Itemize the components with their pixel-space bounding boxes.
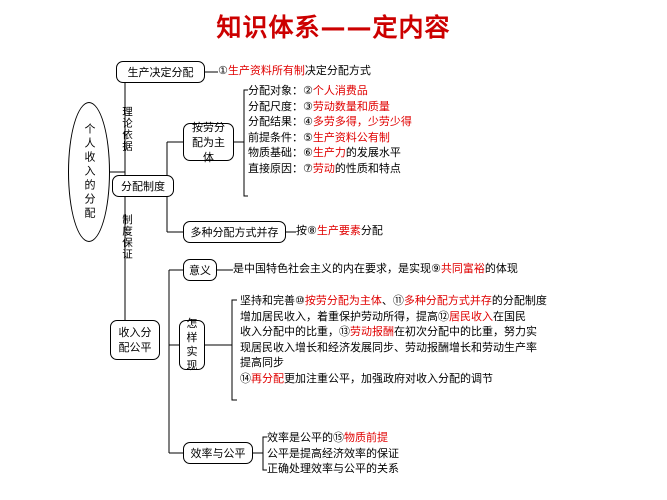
highlight-text: 生产要素 <box>316 224 361 237</box>
highlight-text: 生产资料所有制 <box>227 64 305 77</box>
text-line: 效率是公平的⑮物质前提 <box>267 430 647 446</box>
highlight-text: 物质前提 <box>344 431 388 444</box>
rich-line: 按⑧生产要素分配 <box>296 224 383 237</box>
anlao-row: 物质基础：⑥生产力的发展水平 <box>248 145 412 161</box>
plain-text: 现居民收入增长和经济发展同步、劳动报酬增长和劳动生产率 <box>240 340 537 354</box>
row-number: ④ <box>303 115 313 128</box>
anlao-row: 分配对象：②个人消费品分配尺度：③劳动数量和质量分配结果：④多劳多得，少劳少得前… <box>248 83 412 176</box>
row-number: ⑥ <box>303 146 313 159</box>
highlight-text: 居民收入 <box>449 309 493 323</box>
text-production-determines: ①生产资料所有制决定分配方式 <box>218 64 371 78</box>
plain-text: 效率是公平的⑮ <box>267 431 344 444</box>
branch-label-guarantee: 制度保证 <box>121 214 133 260</box>
node-distribution-by-labor: 按劳分配为主体 <box>183 121 234 164</box>
row-number: ③ <box>303 99 313 113</box>
plain-text: 的分配制度 <box>491 294 547 307</box>
plain-text: 的体现 <box>484 262 518 275</box>
text-line: 收入分配中的比重，⑬劳动报酬在初次分配中的比重，努力实 <box>240 324 660 340</box>
row-label: 物质基础： <box>248 146 303 159</box>
row-label: 分配尺度： <box>248 99 303 113</box>
node-root-label: 个人收入的分配 <box>83 123 96 221</box>
text-line: 增加居民收入，着重保护劳动所得，提高⑫居民收入在国民 <box>240 309 660 325</box>
row-label: 分配对象： <box>248 84 303 97</box>
plain-text: 正确处理效率与公平的关系 <box>267 462 399 475</box>
row-tail: 的发展水平 <box>345 146 401 159</box>
text-line: 提高同步 <box>240 355 660 371</box>
highlight-text: 共同富裕 <box>440 262 485 275</box>
node-multiple-modes-coexist: 多种分配方式并存 <box>183 221 286 243</box>
text-factor-distribution: 按⑧生产要素分配 <box>296 224 383 238</box>
anlao-row: 直接原因：⑦劳动的性质和特点 <box>248 161 412 177</box>
node-efficiency-and-fairness: 效率与公平 <box>183 442 253 464</box>
row-label: 前提条件： <box>248 130 303 144</box>
row-label: 分配结果： <box>248 115 303 128</box>
anlao-row: 前提条件：⑤生产资料公有制 <box>248 130 412 146</box>
row-number: ② <box>303 84 313 97</box>
text-line: 坚持和完善⑩按劳分配为主体、⑪多种分配方式并存的分配制度 <box>240 293 660 309</box>
plain-text: 在初次分配中的比重，努力实 <box>394 325 537 338</box>
plain-text: 更加注重公平，加强政府对收入分配的调节 <box>284 371 493 385</box>
text-line: 公平是提高经济效率的保证 <box>267 446 647 462</box>
node-income-distribution-fairness: 收入分配公平 <box>110 320 160 360</box>
anlao-row: 分配对象：②个人消费品 <box>248 83 412 99</box>
plain-text: 、⑪ <box>381 294 404 307</box>
row-label: 直接原因： <box>248 161 303 175</box>
highlight-text: 生产资料公有制 <box>312 130 390 144</box>
rich-lines: 坚持和完善⑩按劳分配为主体、⑪多种分配方式并存的分配制度增加居民收入，着重保护劳… <box>240 293 660 386</box>
row-number: ⑦ <box>303 161 313 175</box>
plain-text: ① <box>218 64 228 77</box>
plain-text: ⑭ <box>240 371 251 385</box>
plain-text: 在国民 <box>493 309 526 323</box>
highlight-text: 多劳多得，少劳少得 <box>312 115 412 128</box>
plain-text: 坚持和完善⑩ <box>240 294 305 307</box>
highlight-text: 劳动报酬 <box>350 325 394 338</box>
text-how-to-achieve: 坚持和完善⑩按劳分配为主体、⑪多种分配方式并存的分配制度增加居民收入，着重保护劳… <box>240 293 660 386</box>
plain-text: 分配 <box>360 224 383 237</box>
plain-text: 是中国特色社会主义的内在要求，是实现⑨ <box>233 262 441 275</box>
plain-text: 按⑧ <box>296 224 317 237</box>
text-significance: 是中国特色社会主义的内在要求，是实现⑨共同富裕的体现 <box>233 262 518 276</box>
text-efficiency-fairness: 效率是公平的⑮物质前提公平是提高经济效率的保证正确处理效率与公平的关系 <box>267 430 647 477</box>
node-how-to-achieve: 怎样实现 <box>179 317 205 372</box>
rich-line: ①生产资料所有制决定分配方式 <box>218 64 371 77</box>
anlao-row: 分配结果：④多劳多得，少劳少得 <box>248 114 412 130</box>
highlight-text: 再分配 <box>251 371 284 385</box>
row-tail: 的性质和特点 <box>334 161 401 175</box>
plain-text: 收入分配中的比重，⑬ <box>240 325 350 338</box>
anlao-row: 分配尺度：③劳动数量和质量 <box>248 99 412 115</box>
plain-text: 公平是提高经济效率的保证 <box>267 446 399 460</box>
highlight-text: 多种分配方式并存 <box>403 294 492 307</box>
branch-label-theory: 理论依据 <box>121 106 133 152</box>
rich-line: 是中国特色社会主义的内在要求，是实现⑨共同富裕的体现 <box>233 262 518 275</box>
node-production-determines-distribution: 生产决定分配 <box>116 61 205 83</box>
text-line: ⑭再分配更加注重公平，加强政府对收入分配的调节 <box>240 371 660 387</box>
rich-lines: 效率是公平的⑮物质前提公平是提高经济效率的保证正确处理效率与公平的关系 <box>267 430 647 477</box>
plain-text: 决定分配方式 <box>304 64 371 77</box>
text-anlao-rows: 分配对象：②个人消费品分配尺度：③劳动数量和质量分配结果：④多劳多得，少劳少得前… <box>248 83 412 176</box>
row-number: ⑤ <box>303 130 313 144</box>
highlight-text: 劳动 <box>312 161 335 175</box>
node-distribution-system: 分配制度 <box>112 175 174 197</box>
plain-text: 提高同步 <box>240 356 284 369</box>
page-title: 知识体系——定内容 <box>216 13 451 42</box>
highlight-text: 劳动数量和质量 <box>312 99 390 113</box>
plain-text: 增加居民收入，着重保护劳动所得，提高⑫ <box>240 309 449 323</box>
node-root: 个人收入的分配 <box>68 102 110 242</box>
text-line: 正确处理效率与公平的关系 <box>267 461 647 477</box>
text-line: 现居民收入增长和经济发展同步、劳动报酬增长和劳动生产率 <box>240 340 660 356</box>
highlight-text: 生产力 <box>312 146 346 159</box>
node-significance: 意义 <box>183 259 217 281</box>
highlight-text: 个人消费品 <box>312 84 368 97</box>
highlight-text: 按劳分配为主体 <box>304 294 382 307</box>
